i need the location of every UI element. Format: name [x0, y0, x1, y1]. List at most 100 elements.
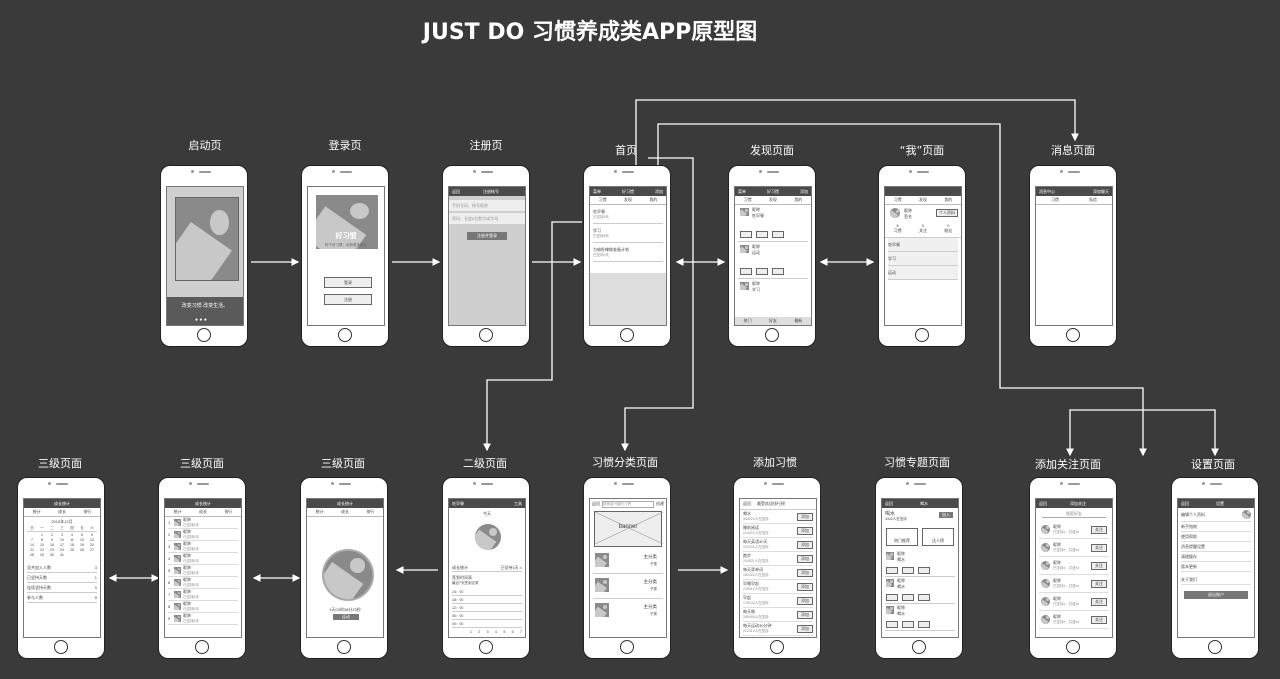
back-button[interactable]: 返回: [743, 501, 751, 506]
calendar-day[interactable]: 5: [81, 533, 83, 537]
settings-item[interactable]: 编辑个人资料: [1181, 508, 1251, 522]
calendar-day[interactable]: 17: [60, 543, 64, 547]
tab-habits[interactable]: 习惯: [1051, 197, 1059, 202]
calendar-day[interactable]: 31: [60, 553, 64, 557]
list-item[interactable]: 为俯卧撑做准备计划已坚持9天: [593, 243, 663, 262]
calendar-day[interactable]: 18: [70, 543, 74, 547]
calendar-day[interactable]: 26: [80, 548, 84, 552]
join-button[interactable]: 加入: [939, 512, 953, 518]
calendar-day[interactable]: 10: [60, 538, 64, 542]
calendar-day[interactable]: 12: [80, 538, 84, 542]
tab-rank[interactable]: 排行: [83, 509, 92, 514]
tab-latest[interactable]: 最新: [794, 318, 803, 323]
calendar-day[interactable]: 24: [60, 548, 64, 552]
growth-stats-link[interactable]: 已坚持1天 >: [500, 565, 522, 570]
like-icon[interactable]: [740, 268, 752, 275]
calendar-day[interactable]: 21: [30, 548, 34, 552]
comment-icon[interactable]: [756, 231, 768, 238]
settings-item[interactable]: 版本更新: [1181, 562, 1251, 572]
tab-stats[interactable]: 统计: [173, 509, 182, 514]
hot-recommend-button[interactable]: 热门推荐: [886, 528, 918, 546]
list-item[interactable]: 昵称喝水: [885, 604, 955, 631]
list-item[interactable]: 主分类子类: [593, 599, 663, 623]
add-habit-button[interactable]: 添加: [797, 541, 813, 549]
tab-habits[interactable]: 习惯: [598, 197, 607, 202]
login-button[interactable]: 登录: [324, 277, 372, 288]
back-button[interactable]: 返回: [592, 501, 600, 506]
back-button[interactable]: 返回: [885, 500, 893, 506]
list-item[interactable]: 学习已坚持8天: [593, 224, 663, 243]
add-chat-button[interactable]: 添加聊天: [1093, 188, 1109, 194]
list-item[interactable]: 主分类子类: [593, 549, 663, 574]
share-icon[interactable]: [918, 567, 930, 574]
calendar-day[interactable]: 19: [80, 543, 84, 547]
profile-button[interactable]: 个人资料: [936, 209, 958, 217]
follow-button[interactable]: 关注: [1091, 544, 1107, 552]
back-button[interactable]: 返回: [1039, 500, 1047, 506]
list-item[interactable]: 吃早餐: [888, 238, 958, 252]
tab-rank[interactable]: 排行: [224, 509, 233, 514]
calendar-day[interactable]: 1: [41, 533, 43, 537]
tab-discover[interactable]: 发现: [768, 197, 777, 202]
list-item[interactable]: 昵称喝水: [885, 577, 955, 604]
calendar-day[interactable]: 9: [51, 538, 53, 542]
settings-item[interactable]: 消息提醒设置: [1181, 542, 1251, 552]
list-item[interactable]: 运动: [888, 266, 958, 280]
comment-icon[interactable]: [902, 567, 914, 574]
tab-habits[interactable]: 习惯: [743, 197, 752, 202]
calendar-day[interactable]: 25: [70, 548, 74, 552]
add-habit-button[interactable]: 添加: [797, 597, 813, 605]
menu-button[interactable]: 菜单: [593, 188, 601, 194]
list-item[interactable]: 学习: [888, 252, 958, 266]
list-item[interactable]: 昵称吃早餐: [738, 205, 808, 242]
calendar-day[interactable]: 4: [71, 533, 73, 537]
add-button[interactable]: 添加: [800, 188, 808, 194]
comment-icon[interactable]: [756, 268, 768, 275]
list-item[interactable]: 主分类子类: [593, 574, 663, 599]
back-button[interactable]: 返回: [1181, 500, 1189, 506]
calendar-day[interactable]: 6: [91, 533, 93, 537]
tab-habits[interactable]: 习惯: [893, 197, 902, 202]
list-item[interactable]: 昵称运动: [738, 242, 808, 279]
calendar-day[interactable]: 13: [90, 538, 94, 542]
like-icon[interactable]: [886, 621, 898, 628]
register-button[interactable]: 注册: [324, 294, 372, 305]
list-item[interactable]: 昵称喝水: [885, 550, 955, 577]
add-habit-button[interactable]: 添加: [797, 513, 813, 521]
tab-stats[interactable]: 统计: [315, 509, 324, 514]
list-item[interactable]: 吃早餐已坚持5天: [593, 205, 663, 224]
register-submit-button[interactable]: 注册并登录: [467, 232, 507, 240]
menu-button[interactable]: 菜单: [738, 188, 746, 194]
add-habit-button[interactable]: 添加: [797, 583, 813, 591]
calendar-day[interactable]: 20: [90, 543, 94, 547]
tab-rank[interactable]: 排行: [366, 509, 375, 514]
add-habit-button[interactable]: 添加: [797, 527, 813, 535]
password-input[interactable]: 密码、长度8位数字或字母: [449, 213, 525, 224]
tab-hot[interactable]: 热门: [743, 318, 752, 323]
follow-button[interactable]: 关注: [1091, 598, 1107, 606]
list-item[interactable]: 昵称学习: [738, 279, 808, 311]
calendar-day[interactable]: 16: [50, 543, 54, 547]
calendar-day[interactable]: 23: [50, 548, 54, 552]
growth-action-button[interactable]: 运动: [333, 614, 359, 620]
follow-button[interactable]: 关注: [1091, 616, 1107, 624]
tab-growth[interactable]: 成长: [57, 509, 66, 514]
tools-button[interactable]: 工具: [514, 500, 522, 506]
tab-mine[interactable]: 我的: [649, 197, 658, 202]
calendar-day[interactable]: 30: [50, 553, 54, 557]
settings-item[interactable]: 清理缓存: [1181, 552, 1251, 562]
tab-stats[interactable]: 统计: [32, 509, 41, 514]
like-icon[interactable]: [740, 231, 752, 238]
tab-growth[interactable]: 成长: [340, 509, 349, 514]
logout-button[interactable]: 退出账户: [1184, 591, 1248, 599]
share-icon[interactable]: [918, 621, 930, 628]
like-icon[interactable]: [886, 594, 898, 601]
settings-item[interactable]: 新手指南: [1181, 522, 1251, 532]
calendar-day[interactable]: 8: [41, 538, 43, 542]
calendar-day[interactable]: 3: [61, 533, 63, 537]
add-habit-button[interactable]: 添加: [797, 625, 813, 633]
